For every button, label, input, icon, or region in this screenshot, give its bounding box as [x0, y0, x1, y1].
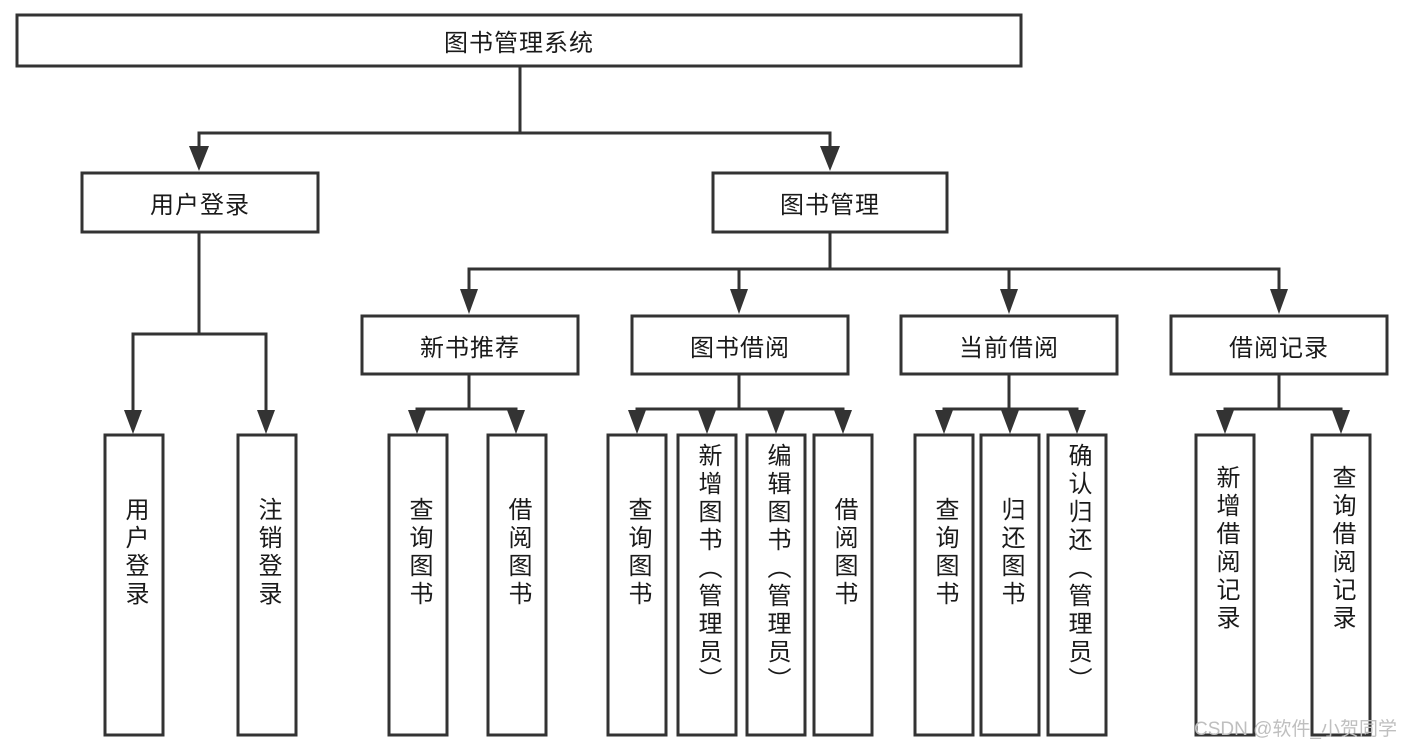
- arrow-bm-c4: [1270, 289, 1288, 314]
- leaf-book-borrow-3[interactable]: [745, 433, 807, 737]
- leaf-current-borrow-2[interactable]: [979, 433, 1041, 737]
- arrow-bb-l3: [767, 410, 785, 434]
- arrow-br-l2: [1332, 410, 1350, 434]
- arrow-root-to-bookmgmt: [820, 146, 840, 171]
- leaf-current-borrow-1[interactable]: [913, 433, 975, 737]
- arrow-cb-l3: [1068, 410, 1086, 434]
- arrow-bm-c2: [730, 289, 748, 314]
- node-root-system[interactable]: [15, 13, 1023, 68]
- leaf-book-borrow-1[interactable]: [606, 433, 668, 737]
- arrow-nbr-l1: [408, 410, 426, 434]
- leaf-user-login-2[interactable]: [236, 433, 298, 737]
- leaf-new-book-1[interactable]: [387, 433, 449, 737]
- arrow-root-to-login: [189, 146, 209, 171]
- node-book-borrow[interactable]: [630, 314, 850, 376]
- node-book-management[interactable]: [711, 171, 949, 234]
- arrow-br-l1: [1216, 410, 1234, 434]
- node-new-book-recommend[interactable]: [360, 314, 580, 376]
- node-borrow-record[interactable]: [1169, 314, 1389, 376]
- arrow-bm-c1: [460, 289, 478, 314]
- node-user-login[interactable]: [80, 171, 320, 234]
- node-current-borrow[interactable]: [899, 314, 1119, 376]
- leaf-book-borrow-4[interactable]: [812, 433, 874, 737]
- leaf-user-login-1[interactable]: [103, 433, 165, 737]
- arrow-bb-l1: [628, 410, 646, 434]
- leaf-new-book-2[interactable]: [486, 433, 548, 737]
- leaf-book-borrow-2[interactable]: [676, 433, 738, 737]
- leaf-borrow-record-2[interactable]: [1310, 433, 1372, 737]
- arrow-login-l2: [257, 410, 275, 434]
- arrow-nbr-l2: [507, 410, 525, 434]
- arrow-cb-l2: [1001, 410, 1019, 434]
- arrow-cb-l1: [935, 410, 953, 434]
- arrow-bb-l2: [698, 410, 716, 434]
- arrow-bm-c3: [1000, 289, 1018, 314]
- leaf-current-borrow-3[interactable]: [1046, 433, 1108, 737]
- leaf-borrow-record-1[interactable]: [1194, 433, 1256, 737]
- arrow-login-l1: [124, 410, 142, 434]
- arrow-bb-l4: [834, 410, 852, 434]
